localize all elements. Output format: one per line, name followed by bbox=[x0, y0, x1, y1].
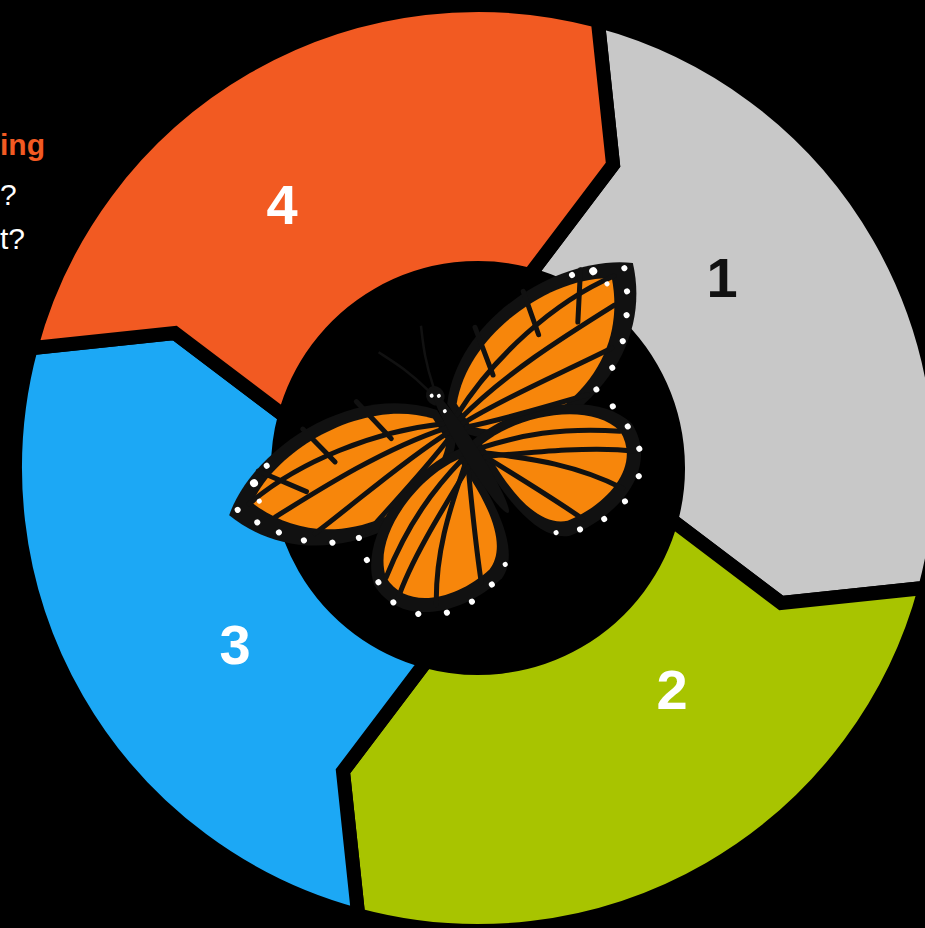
step-number: 4 bbox=[266, 177, 297, 233]
number-holder: 1 bbox=[706, 250, 737, 306]
cropped-text: ? bbox=[0, 178, 17, 211]
step-number: 1 bbox=[706, 250, 737, 306]
step-number: 3 bbox=[219, 617, 250, 673]
number-holder: 4 bbox=[266, 177, 297, 233]
cropped-text: ing bbox=[0, 128, 45, 161]
step-number: 2 bbox=[656, 662, 687, 718]
number-holder: 2 bbox=[656, 662, 687, 718]
number-holder: 3 bbox=[219, 617, 250, 673]
cropped-text: t? bbox=[0, 222, 25, 255]
